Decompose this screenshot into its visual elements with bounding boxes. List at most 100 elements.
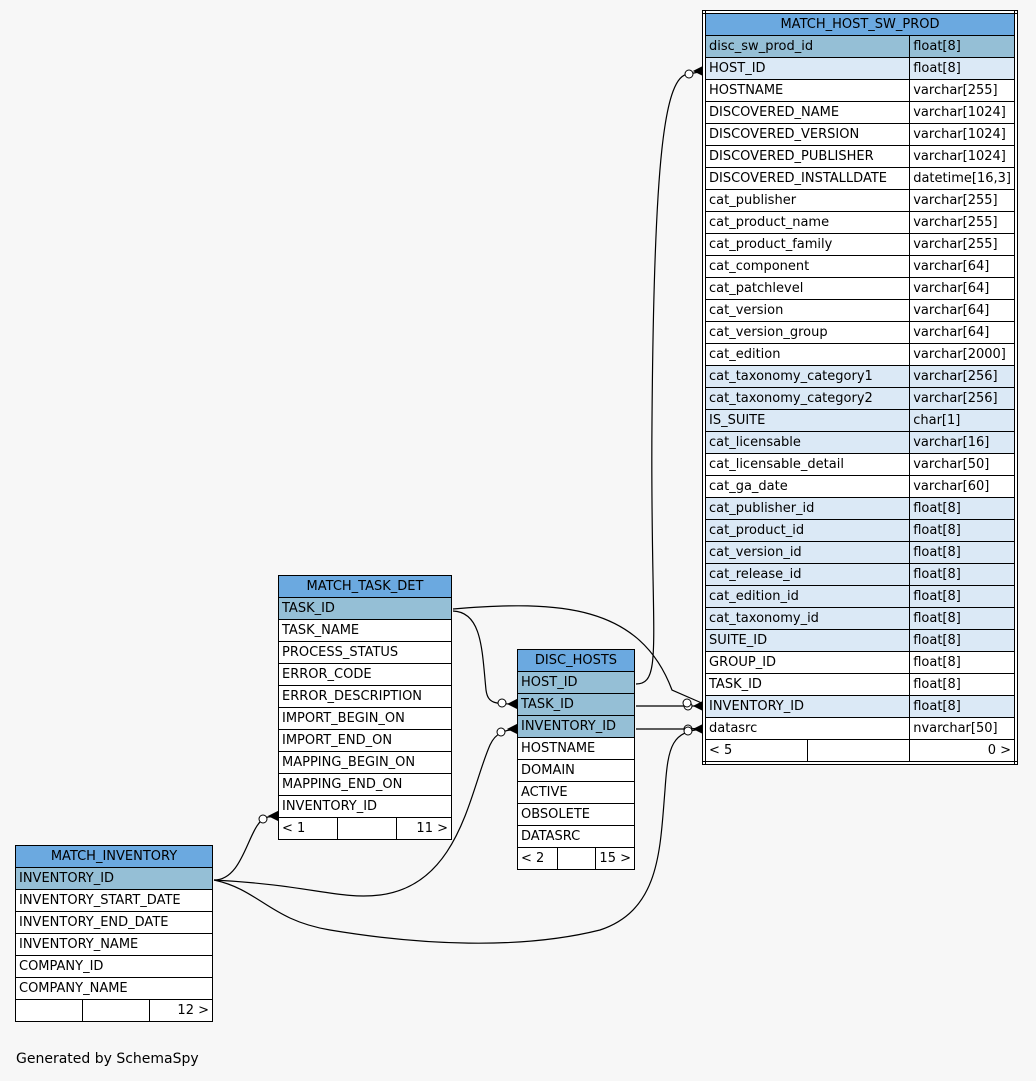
column-name: disc_sw_prod_id — [703, 35, 911, 58]
column-name: cat_product_name — [703, 211, 911, 234]
column-type: varchar[256] — [909, 365, 1017, 388]
column-name: GROUP_ID — [703, 651, 911, 674]
table-title[interactable]: DISC_HOSTS — [517, 649, 635, 672]
table-title[interactable]: MATCH_HOST_SW_PROD — [703, 11, 1017, 36]
column-type: varchar[64] — [909, 277, 1017, 300]
column-name: cat_publisher — [703, 189, 911, 212]
column-name: cat_product_id — [703, 519, 911, 542]
column-type: datetime[16,3] — [909, 167, 1017, 190]
footer-left — [15, 999, 83, 1022]
table-title-link[interactable]: MATCH_INVENTORY — [50, 849, 178, 864]
column-name: IS_SUITE — [703, 409, 911, 432]
footer-left[interactable]: < 1 — [278, 817, 338, 840]
column-name: PROCESS_STATUS — [278, 641, 452, 664]
table-title[interactable]: MATCH_TASK_DET — [278, 575, 452, 598]
column-name: INVENTORY_ID — [15, 867, 213, 890]
column-type: float[8] — [909, 519, 1017, 542]
column-name: datasrc — [703, 717, 911, 740]
column-name: MAPPING_END_ON — [278, 773, 452, 796]
column-name: cat_patchlevel — [703, 277, 911, 300]
link-taskdet-task-disc — [452, 610, 519, 705]
column-name: HOSTNAME — [517, 737, 635, 760]
column-type: varchar[255] — [909, 189, 1017, 212]
column-row: INVENTORY_ID — [278, 795, 452, 818]
column-type: varchar[1024] — [909, 145, 1017, 168]
link-taskdet-task-host — [452, 605, 705, 705]
column-row: IMPORT_BEGIN_ON — [278, 707, 452, 730]
column-type: varchar[255] — [909, 233, 1017, 256]
footer-right[interactable]: 12 > — [149, 999, 213, 1022]
footer-right[interactable]: 11 > — [396, 817, 452, 840]
column-name: INVENTORY_ID — [703, 695, 911, 718]
table-title-link[interactable]: MATCH_HOST_SW_PROD — [780, 17, 940, 32]
column-name: DISCOVERED_VERSION — [703, 123, 911, 146]
column-type: varchar[64] — [909, 299, 1017, 322]
column-name: INVENTORY_ID — [517, 715, 635, 738]
column-name: cat_ga_date — [703, 475, 911, 498]
column-name: SUITE_ID — [703, 629, 911, 652]
column-name: cat_publisher_id — [703, 497, 911, 520]
column-type: float[8] — [909, 695, 1017, 718]
column-type: float[8] — [909, 629, 1017, 652]
footer-middle — [337, 817, 397, 840]
column-type: float[8] — [909, 497, 1017, 520]
column-name: TASK_ID — [517, 693, 635, 716]
column-name: cat_product_family — [703, 233, 911, 256]
column-type: float[8] — [909, 651, 1017, 674]
column-name: IMPORT_BEGIN_ON — [278, 707, 452, 730]
column-row: MAPPING_BEGIN_ON — [278, 751, 452, 774]
link-inventory-disc — [213, 728, 519, 897]
column-row: TASK_NAME — [278, 619, 452, 642]
footer-left[interactable]: < 2 — [517, 847, 558, 870]
table-title-link[interactable]: DISC_HOSTS — [534, 653, 618, 668]
column-name: cat_taxonomy_id — [703, 607, 911, 630]
column-row: ERROR_CODE — [278, 663, 452, 686]
column-name: cat_version — [703, 299, 911, 322]
column-type: float[8] — [909, 673, 1017, 696]
column-row: TASK_ID — [278, 597, 452, 620]
generated-by-note: Generated by SchemaSpy — [16, 1051, 199, 1067]
link-inventory-hostsw — [213, 728, 705, 944]
table-title[interactable]: MATCH_INVENTORY — [15, 845, 213, 868]
column-name: cat_taxonomy_category1 — [703, 365, 911, 388]
footer-right[interactable]: 15 > — [595, 847, 635, 870]
column-name: INVENTORY_NAME — [15, 933, 213, 956]
column-name: HOST_ID — [703, 57, 911, 80]
column-row: DATASRC — [517, 825, 635, 848]
footer-middle — [556, 847, 597, 870]
table-title-link[interactable]: MATCH_TASK_DET — [306, 579, 424, 594]
table-footer: < 1 11 > — [278, 817, 452, 840]
column-row: COMPANY_ID — [15, 955, 213, 978]
column-row: INVENTORY_ID — [517, 715, 635, 738]
column-row: ACTIVE — [517, 781, 635, 804]
footer-left[interactable]: < 5 — [703, 739, 809, 764]
column-name: COMPANY_NAME — [15, 977, 213, 1000]
column-name: cat_licensable — [703, 431, 911, 454]
column-name: MAPPING_BEGIN_ON — [278, 751, 452, 774]
column-type: float[8] — [909, 585, 1017, 608]
column-row: HOSTNAME — [517, 737, 635, 760]
column-type: char[1] — [909, 409, 1017, 432]
footer-right[interactable]: 0 > — [909, 739, 1017, 764]
column-row: INVENTORY_ID — [15, 867, 213, 890]
